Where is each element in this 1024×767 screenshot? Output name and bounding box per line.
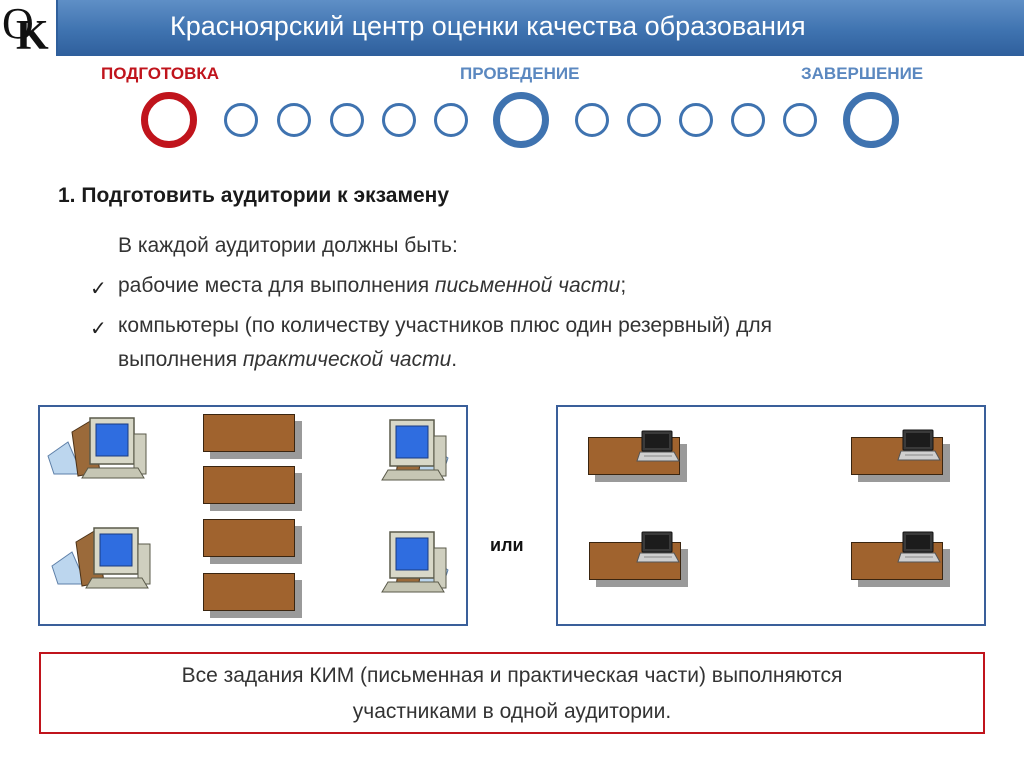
stage-circle-completion bbox=[843, 92, 899, 148]
list-item-written-part: рабочие места для выполнения письменной … bbox=[118, 274, 627, 297]
check-icon: ✓ bbox=[90, 278, 107, 300]
step-circle bbox=[330, 103, 364, 137]
laptop-icon bbox=[636, 430, 680, 462]
step-circle bbox=[434, 103, 468, 137]
step-circle bbox=[731, 103, 765, 137]
desk bbox=[203, 466, 295, 504]
check-icon: ✓ bbox=[90, 318, 107, 340]
step-circle bbox=[783, 103, 817, 137]
list-item-computers-line1: компьютеры (по количеству участников плю… bbox=[118, 314, 773, 337]
desk bbox=[203, 573, 295, 611]
desk bbox=[203, 414, 295, 452]
stage-label-conduct: ПРОВЕДЕНИЕ bbox=[460, 64, 580, 83]
laptop-icon bbox=[636, 531, 680, 563]
stage-circle-conduct bbox=[493, 92, 549, 148]
desktop-computer-icon bbox=[51, 527, 151, 589]
step-circle bbox=[679, 103, 713, 137]
note-line-2: участниками в одной аудитории. bbox=[352, 700, 672, 723]
step-circle bbox=[575, 103, 609, 137]
desktop-computer-icon bbox=[381, 531, 449, 593]
stage-label-preparation: ПОДГОТОВКА bbox=[101, 64, 220, 83]
stage-label-completion: ЗАВЕРШЕНИЕ bbox=[801, 64, 924, 83]
intro-text: В каждой аудитории должны быть: bbox=[118, 234, 458, 257]
stage-circle-preparation bbox=[141, 92, 197, 148]
task-title: 1. Подготовить аудитории к экзамену bbox=[58, 184, 450, 207]
step-circle bbox=[277, 103, 311, 137]
step-circle bbox=[224, 103, 258, 137]
laptop-icon bbox=[897, 429, 941, 461]
step-circle bbox=[382, 103, 416, 137]
header-title: Красноярский центр оценки качества образ… bbox=[170, 11, 806, 41]
list-item-computers-line2: выполнения практической части. bbox=[118, 348, 458, 371]
step-circle bbox=[627, 103, 661, 137]
desk bbox=[203, 519, 295, 557]
note-box: Все задания КИМ (письменная и практическ… bbox=[39, 652, 985, 734]
or-label: или bbox=[490, 535, 524, 555]
desktop-computer-icon bbox=[47, 417, 147, 479]
desktop-computer-icon bbox=[381, 419, 449, 481]
laptop-icon bbox=[897, 531, 941, 563]
note-line-1: Все задания КИМ (письменная и практическ… bbox=[181, 664, 843, 687]
